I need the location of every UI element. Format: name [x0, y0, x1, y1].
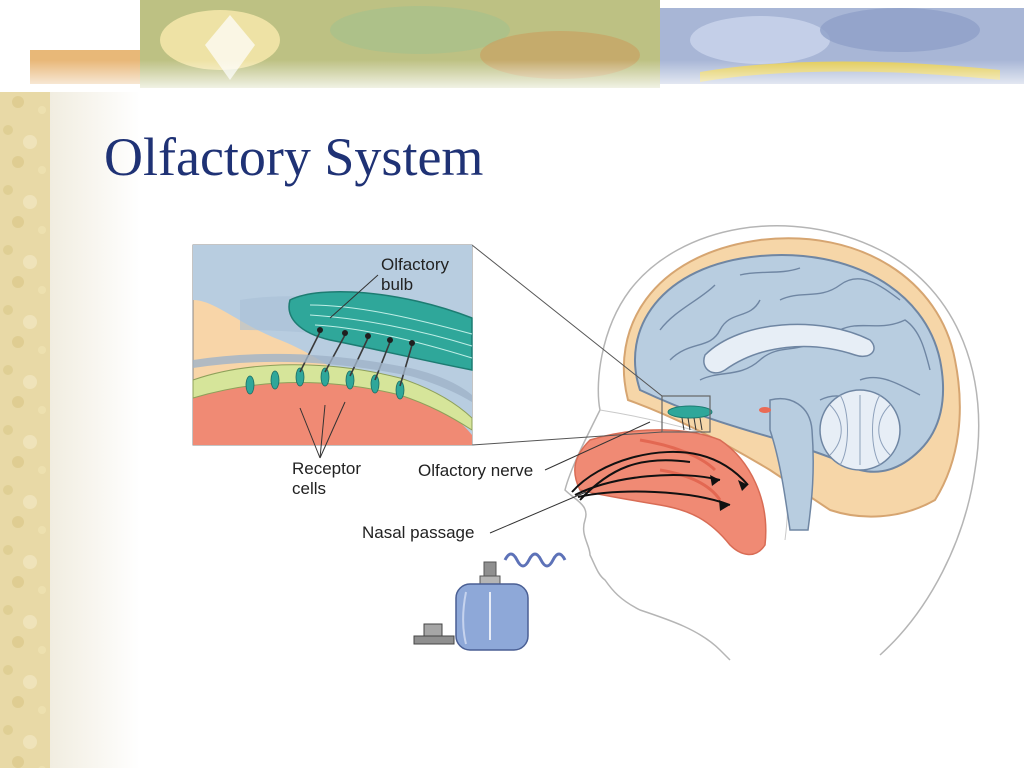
hypothalamus-marker — [759, 407, 771, 413]
scent-wave-icon — [503, 552, 567, 568]
glomeruli — [317, 327, 415, 346]
perfume-bottle-icon — [455, 561, 529, 651]
zoom-frame — [661, 395, 711, 433]
brainstem — [769, 398, 814, 531]
olfactory-bulb-large — [288, 290, 473, 371]
parchment-strip-decoration — [0, 0, 50, 768]
airflow-arrowheads — [710, 475, 748, 511]
label-nasal-passage: Nasal passage — [362, 523, 475, 542]
label-olfactory-nerve: Olfactory nerve — [418, 461, 534, 480]
cerebellum-folds — [829, 394, 891, 466]
label-receptor-cells: Receptor cells — [292, 459, 361, 499]
inset-nerve-fibers — [299, 331, 413, 387]
bottle-cap-icon — [413, 623, 455, 645]
inset-panel — [192, 244, 473, 446]
airflow-arrows — [571, 450, 749, 506]
olfactory-nerve-small — [681, 417, 703, 431]
corpus-callosum — [703, 323, 875, 374]
olfactory-bulb-small — [667, 405, 713, 419]
slide-title: Olfactory System — [104, 127, 484, 187]
bulb-fibers — [309, 304, 473, 359]
receptor-cells — [245, 367, 405, 400]
side-fade — [50, 0, 140, 768]
leaf-banner-decoration — [0, 0, 1024, 92]
label-olfactory-bulb: Olfactory bulb — [381, 255, 450, 295]
cribriform-plate — [193, 353, 472, 402]
label-pointers — [299, 274, 651, 534]
zoom-connectors — [471, 244, 663, 446]
